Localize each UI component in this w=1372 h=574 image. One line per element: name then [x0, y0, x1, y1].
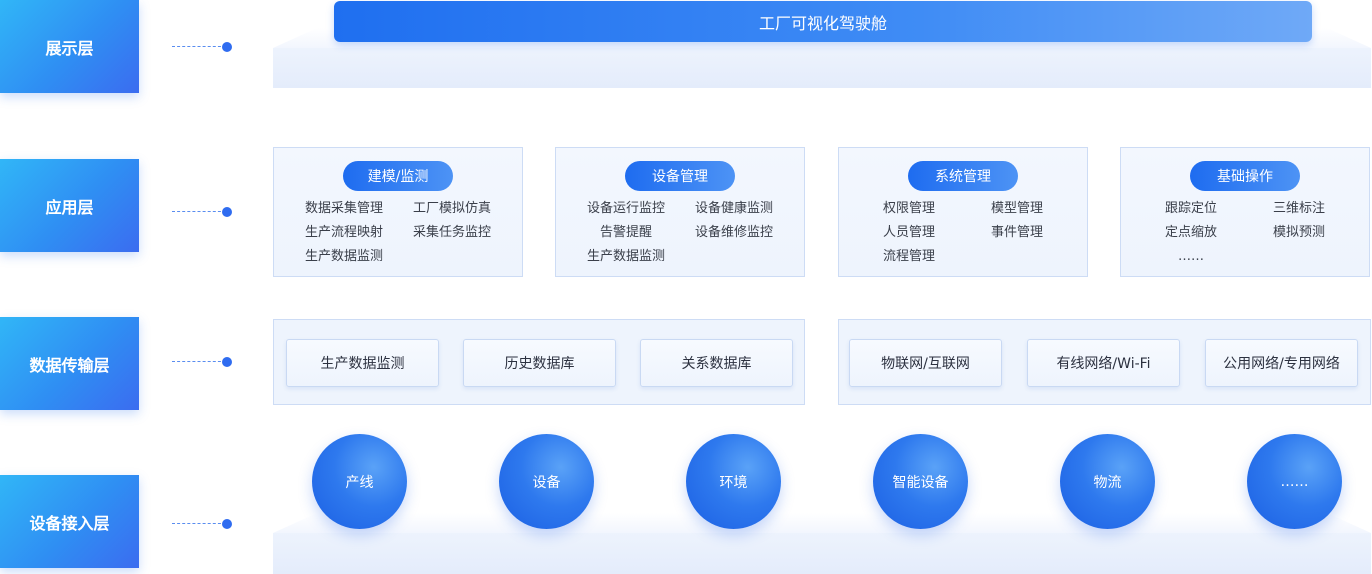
layer-label-data-transmission: 数据传输层 — [0, 317, 139, 410]
data-box: 有线网络/Wi-Fi — [1027, 339, 1180, 387]
app-item: 设备维修监控 — [694, 225, 773, 240]
app-item: 生产数据监测 — [304, 249, 383, 264]
data-box: 关系数据库 — [640, 339, 793, 387]
app-item: 生产流程映射 — [304, 225, 383, 240]
app-panel-title: 基础操作 — [1190, 161, 1300, 191]
data-box: 生产数据监测 — [286, 339, 439, 387]
data-panel-storage: 生产数据监测 历史数据库 关系数据库 — [273, 319, 805, 405]
connector-dot — [222, 207, 232, 217]
device-platform — [273, 533, 1371, 574]
connector-dot — [222, 357, 232, 367]
connector-device-access — [172, 519, 232, 529]
app-panel-title: 系统管理 — [908, 161, 1018, 191]
connector-data-transmission — [172, 357, 232, 367]
app-item: …… — [1178, 249, 1204, 264]
app-panel-system-management: 系统管理 权限管理 模型管理 人员管理 事件管理 流程管理 — [838, 147, 1088, 277]
app-item: 模型管理 — [990, 201, 1043, 216]
app-item: 定点缩放 — [1164, 225, 1217, 240]
app-item: 设备运行监控 — [586, 201, 665, 216]
device-circle: 物流 — [1060, 434, 1155, 529]
app-item: 数据采集管理 — [304, 201, 383, 216]
app-item: 生产数据监测 — [586, 249, 665, 264]
data-box: 历史数据库 — [463, 339, 616, 387]
layer-label-application: 应用层 — [0, 159, 139, 252]
app-panel-title: 设备管理 — [625, 161, 735, 191]
app-item: 流程管理 — [882, 249, 935, 264]
app-panel-basic-operations: 基础操作 跟踪定位 三维标注 定点缩放 模拟预测 …… — [1120, 147, 1370, 277]
app-panel-modeling: 建模/监测 数据采集管理 工厂模拟仿真 生产流程映射 采集任务监控 生产数据监测 — [273, 147, 523, 277]
app-item: 事件管理 — [990, 225, 1043, 240]
connector-application — [172, 207, 232, 217]
app-item-list: 设备运行监控 设备健康监测 告警提醒 设备维修监控 生产数据监测 — [556, 200, 804, 266]
data-box: 公用网络/专用网络 — [1205, 339, 1358, 387]
layer-label-presentation: 展示层 — [0, 0, 139, 93]
app-panel-title: 建模/监测 — [343, 161, 453, 191]
connector-presentation — [172, 42, 232, 52]
app-item: 人员管理 — [882, 225, 935, 240]
app-item: 工厂模拟仿真 — [412, 201, 491, 216]
presentation-platform — [273, 48, 1371, 88]
connector-dot — [222, 42, 232, 52]
presentation-banner: 工厂可视化驾驶舱 — [334, 1, 1312, 42]
connector-dot — [222, 519, 232, 529]
device-circle: 产线 — [312, 434, 407, 529]
app-panel-device-management: 设备管理 设备运行监控 设备健康监测 告警提醒 设备维修监控 生产数据监测 — [555, 147, 805, 277]
device-circle: …… — [1247, 434, 1342, 529]
app-item: 采集任务监控 — [412, 225, 491, 240]
data-box: 物联网/互联网 — [849, 339, 1002, 387]
device-circle: 环境 — [686, 434, 781, 529]
app-item: 三维标注 — [1272, 201, 1325, 216]
app-item-list: 权限管理 模型管理 人员管理 事件管理 流程管理 — [839, 200, 1087, 266]
layer-label-device-access: 设备接入层 — [0, 475, 139, 568]
device-circle: 设备 — [499, 434, 594, 529]
app-item-list: 跟踪定位 三维标注 定点缩放 模拟预测 …… — [1121, 200, 1369, 266]
device-circle: 智能设备 — [873, 434, 968, 529]
app-item-list: 数据采集管理 工厂模拟仿真 生产流程映射 采集任务监控 生产数据监测 — [274, 200, 522, 266]
data-panel-network: 物联网/互联网 有线网络/Wi-Fi 公用网络/专用网络 — [838, 319, 1371, 405]
app-item: 跟踪定位 — [1164, 201, 1217, 216]
app-item: 模拟预测 — [1272, 225, 1325, 240]
app-item: 权限管理 — [882, 201, 935, 216]
app-item: 设备健康监测 — [694, 201, 773, 216]
app-item: 告警提醒 — [599, 225, 652, 240]
